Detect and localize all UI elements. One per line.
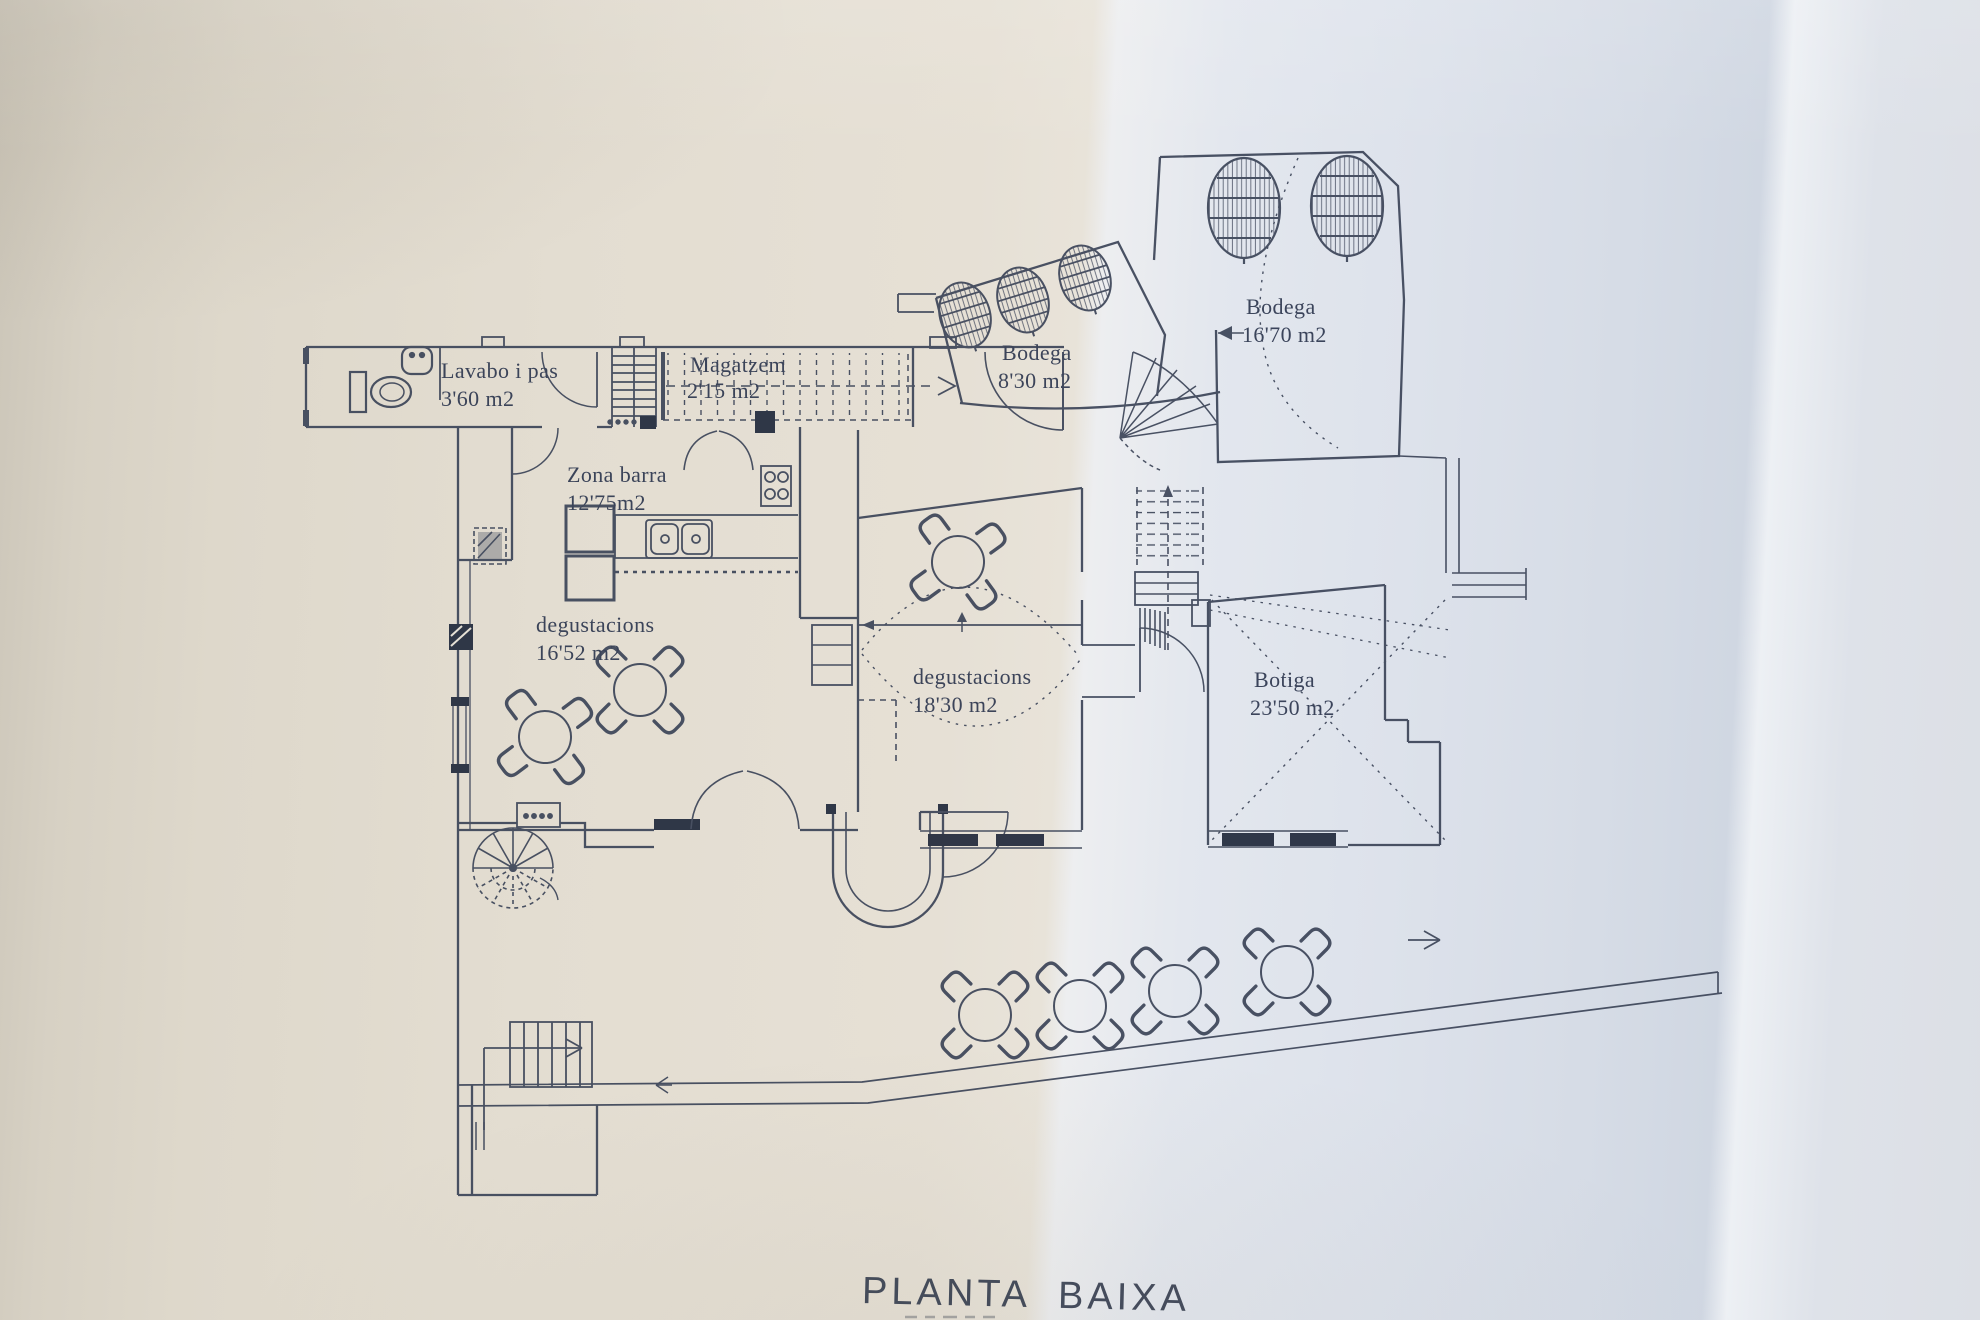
room-labels: Lavabo i pas 3'60 m2 Magatzem 2'15 m2 Zo…	[441, 294, 1335, 720]
sight-dotted	[1209, 594, 1451, 659]
wall-segment	[654, 819, 700, 830]
room-degustacions-2	[811, 486, 1135, 849]
exterior-steps	[1398, 455, 1527, 600]
table-with-chairs-icon	[1129, 945, 1221, 1037]
direction-arrow	[1423, 930, 1441, 950]
wine-barrel-icon	[1206, 156, 1282, 266]
label-bodega2-area: 16'70 m2	[1242, 322, 1327, 347]
staircase-top	[607, 348, 657, 429]
arrow-up	[957, 612, 967, 622]
dumbwaiter	[811, 624, 853, 686]
street-edge-lines	[457, 971, 1723, 1107]
wine-barrel-icon	[1309, 154, 1385, 264]
label-lavabo-name: Lavabo i pas	[441, 358, 558, 383]
wine-barrel-icon	[1050, 237, 1122, 323]
table-with-chairs-icon	[939, 969, 1031, 1061]
label-zona-barra-name: Zona barra	[567, 462, 667, 487]
terrace	[655, 926, 1441, 1094]
door-arc	[511, 427, 559, 475]
spiral-staircase	[472, 827, 559, 909]
room-zona-barra	[456, 427, 860, 1195]
table-with-chairs-icon	[905, 509, 1010, 614]
washbasin-icon	[400, 345, 434, 376]
staircase-central	[1134, 485, 1211, 693]
window-sill	[920, 830, 1082, 849]
label-magatzem-area: 2'15 m2	[687, 378, 760, 403]
label-botiga-area: 23'50 m2	[1250, 695, 1335, 720]
room-bodega-large	[1152, 150, 1406, 464]
room-botiga	[1206, 455, 1527, 848]
arrow-left	[862, 620, 874, 630]
direction-arrow	[655, 1076, 672, 1094]
label-zona-barra-area: 12'75m2	[567, 490, 646, 515]
label-degustacions2-area: 18'30 m2	[913, 692, 998, 717]
path-dotted-curve	[1259, 157, 1339, 449]
cross-dotted	[1211, 599, 1446, 841]
double-door-arc	[690, 770, 800, 830]
room-degustacions-1	[449, 624, 858, 832]
window-sill	[451, 697, 469, 773]
label-bodega1-area: 8'30 m2	[998, 368, 1071, 393]
hatched-window	[449, 624, 473, 650]
heater-icon	[473, 527, 507, 565]
table-with-chairs-icon	[493, 685, 597, 789]
table-with-chairs-icon	[1241, 926, 1333, 1018]
direction-arrow	[565, 1038, 583, 1058]
keyhole-corridor	[826, 804, 1009, 929]
door-arc	[942, 811, 1009, 878]
stove-icon	[760, 465, 792, 507]
bar-counter	[614, 514, 798, 574]
label-lavabo-area: 3'60 m2	[441, 386, 514, 411]
fridge-icon	[564, 504, 616, 602]
wine-barrel-icon	[988, 259, 1060, 345]
room-magatzem	[661, 347, 957, 433]
door-arc	[1139, 627, 1205, 693]
label-degustacions2-name: degustacions	[913, 664, 1031, 689]
label-botiga-name: Botiga	[1254, 667, 1315, 692]
double-sink-icon	[645, 519, 713, 559]
room-bodega-small	[897, 237, 1221, 410]
lower-left-walls	[458, 802, 654, 1197]
title-block: PLANTA BAIXA	[862, 1270, 1191, 1320]
label-bodega2-name: Bodega	[1246, 294, 1316, 319]
arrow-left	[1218, 326, 1232, 340]
vault-dotted-arc	[861, 653, 1081, 727]
door-arc	[541, 351, 598, 408]
label-degustacions1-area: 16'52 m2	[536, 640, 621, 665]
table-with-chairs-icon	[1034, 960, 1126, 1052]
arrow-up	[1163, 485, 1173, 497]
label-degustacions1-name: degustacions	[536, 612, 654, 637]
room-lavabo-i-pas	[303, 336, 1064, 429]
winder-stair-bodega	[1119, 351, 1219, 471]
toilet-icon	[348, 370, 413, 414]
window-sill	[1208, 830, 1348, 848]
plan-title: PLANTA BAIXA	[862, 1270, 1191, 1320]
staircase-bottom-left	[483, 1021, 593, 1130]
label-magatzem-name: Magatzem	[690, 352, 786, 377]
label-bodega1-name: Bodega	[1002, 340, 1072, 365]
